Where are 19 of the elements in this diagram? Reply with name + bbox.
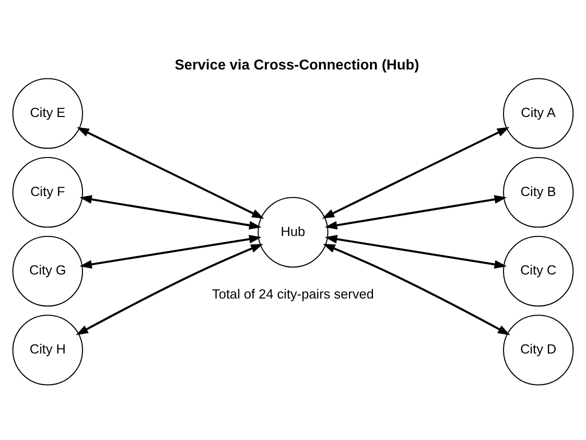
arrow [79,195,262,230]
arrow [79,234,262,269]
node-circle: City H [12,314,84,386]
node-circle: City G [12,236,84,307]
node-circle: City A [502,78,574,149]
arrow [324,234,507,269]
node-circle: City B [502,157,574,228]
diagram-title: Service via Cross-Connection (Hub) [174,58,420,74]
arrow [76,244,264,336]
node-circle: City E [12,78,84,149]
arrow [322,127,510,219]
arrow [76,127,264,219]
node-circle: City C [502,236,574,307]
arrow [322,244,510,336]
arrow [324,195,507,230]
caption: Total of 24 city-pairs served [212,286,374,302]
node-circle: Hub [258,196,328,268]
node-circle: City D [502,314,574,386]
node-circle: City F [12,157,84,228]
